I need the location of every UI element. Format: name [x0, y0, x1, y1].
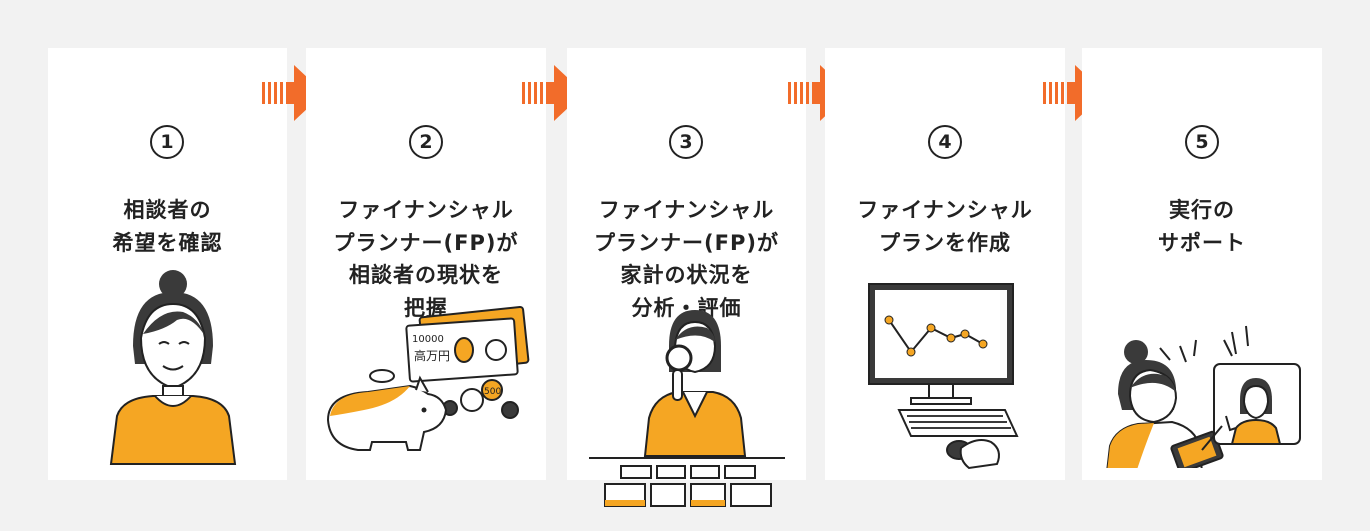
computer-icon [868, 283, 1019, 470]
step-card-5: 5 実行の サポート [1082, 48, 1322, 480]
step-card-3: 3 ファイナンシャル プランナー(FP)が 家計の状況を 分析・評価 [567, 48, 806, 507]
magnifier-woman-icon [589, 310, 785, 459]
step-title-3: ファイナンシャル プランナー(FP)が 家計の状況を 分析・評価 [594, 198, 779, 320]
banknote-number: 10000 [412, 334, 444, 345]
step-number-2: 2 [409, 125, 443, 159]
step-card-1: 1 相談者の 希望を確認 [48, 48, 287, 480]
step-number-3: 3 [669, 125, 703, 159]
step-number-1: 1 [150, 125, 184, 159]
coin-text: 500 [484, 387, 501, 397]
document-cards-icon [604, 465, 772, 507]
tablet-video-call-icon [1106, 325, 1301, 468]
step-card-2: 2 ファイナンシャル プランナー(FP)が 相談者の現状を 把握 10000 高… [306, 48, 546, 480]
step-title-2: ファイナンシャル プランナー(FP)が 相談者の現状を 把握 [333, 198, 519, 320]
woman-icon [109, 270, 237, 465]
step-title-5: 実行の サポート [1158, 198, 1246, 255]
step-title-1: 相談者の 希望を確認 [112, 198, 223, 255]
step-number-5: 5 [1185, 125, 1219, 159]
banknote-text: 高万円 [414, 348, 450, 363]
step-card-4: 4 ファイナンシャル プランを作成 [825, 48, 1065, 480]
step-title-4: ファイナンシャル プランを作成 [857, 198, 1033, 255]
piggy-bank-icon: 10000 高万円 500 [326, 306, 530, 451]
step-number-4: 4 [928, 125, 962, 159]
